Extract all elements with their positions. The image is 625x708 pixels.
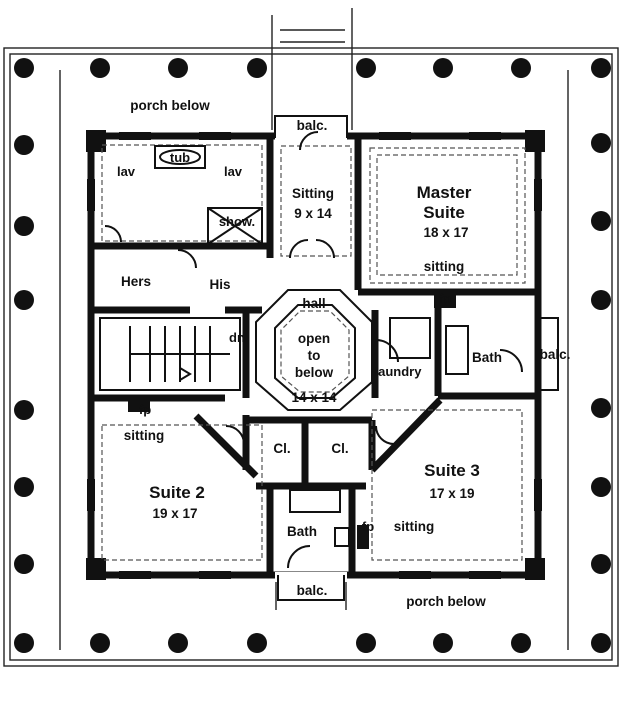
column [247,58,267,78]
column [433,58,453,78]
suite-2-label: Suite 2 [149,483,205,502]
column [14,58,34,78]
column [591,133,611,153]
column [14,135,34,155]
exterior-walls [86,130,545,582]
balcony-label-top: balc. [297,118,328,133]
stair [99,317,241,391]
master-suite-label-line1: Master [417,183,472,202]
sitting-room-label: Sitting [292,186,334,201]
column [356,58,376,78]
sitting-label-left: sitting [124,428,165,443]
column [511,633,531,653]
column [168,58,188,78]
master-sitting-label: sitting [424,259,465,274]
closet-label-2: Cl. [331,441,348,456]
open-to-below-size: 14 x 14 [291,390,337,405]
column [356,633,376,653]
fireplace-label-right: fp [362,519,374,534]
stair-down-label: dn [229,330,245,345]
column [591,398,611,418]
column [511,58,531,78]
master-suite-label-line2: Suite [423,203,465,222]
column [591,58,611,78]
closet-label-1: Cl. [273,441,290,456]
porch-outline [3,8,619,667]
laundry-label: laundry [375,364,423,379]
octagon-hall [255,289,373,411]
sitting-label-right: sitting [394,519,435,534]
column [14,633,34,653]
balcony-label-right: balc. [540,347,571,362]
suite-2-size: 19 x 17 [152,506,197,521]
sitting-room-size: 9 x 14 [294,206,332,221]
column [14,216,34,236]
bath-label-right: Bath [472,350,502,365]
porch-label-top: porch below [130,98,210,113]
column [14,554,34,574]
column [90,633,110,653]
open-to-below-line2: to [308,348,321,363]
open-to-below-line1: open [298,331,330,346]
lav-label-right: lav [224,164,243,179]
suite-3-label: Suite 3 [424,461,480,480]
hers-closet-label: Hers [121,274,151,289]
column [591,290,611,310]
porch-label-bottom: porch below [406,594,486,609]
column [168,633,188,653]
fireplace-label-left: fp [139,402,151,417]
column [247,633,267,653]
columns [14,58,611,653]
column [591,477,611,497]
fireplace-label-master: fp [439,291,451,306]
lav-label-left: lav [117,164,136,179]
column [90,58,110,78]
door-swings [104,131,523,569]
column [591,211,611,231]
tub-label: tub [170,150,190,165]
column [591,633,611,653]
balconies [274,115,559,601]
column [433,633,453,653]
column [591,554,611,574]
column [14,400,34,420]
master-suite-size: 18 x 17 [423,225,468,240]
shower-label: show. [219,214,255,229]
suite-3-size: 17 x 19 [429,486,474,501]
open-to-below-line3: below [295,365,334,380]
balcony-label-bottom: balc. [297,583,328,598]
hall-label: hall [302,296,325,311]
his-closet-label: His [209,277,230,292]
column [14,477,34,497]
column [14,290,34,310]
fixtures [128,145,469,549]
bath-label-bottom: Bath [287,524,317,539]
interior-walls [91,136,538,575]
